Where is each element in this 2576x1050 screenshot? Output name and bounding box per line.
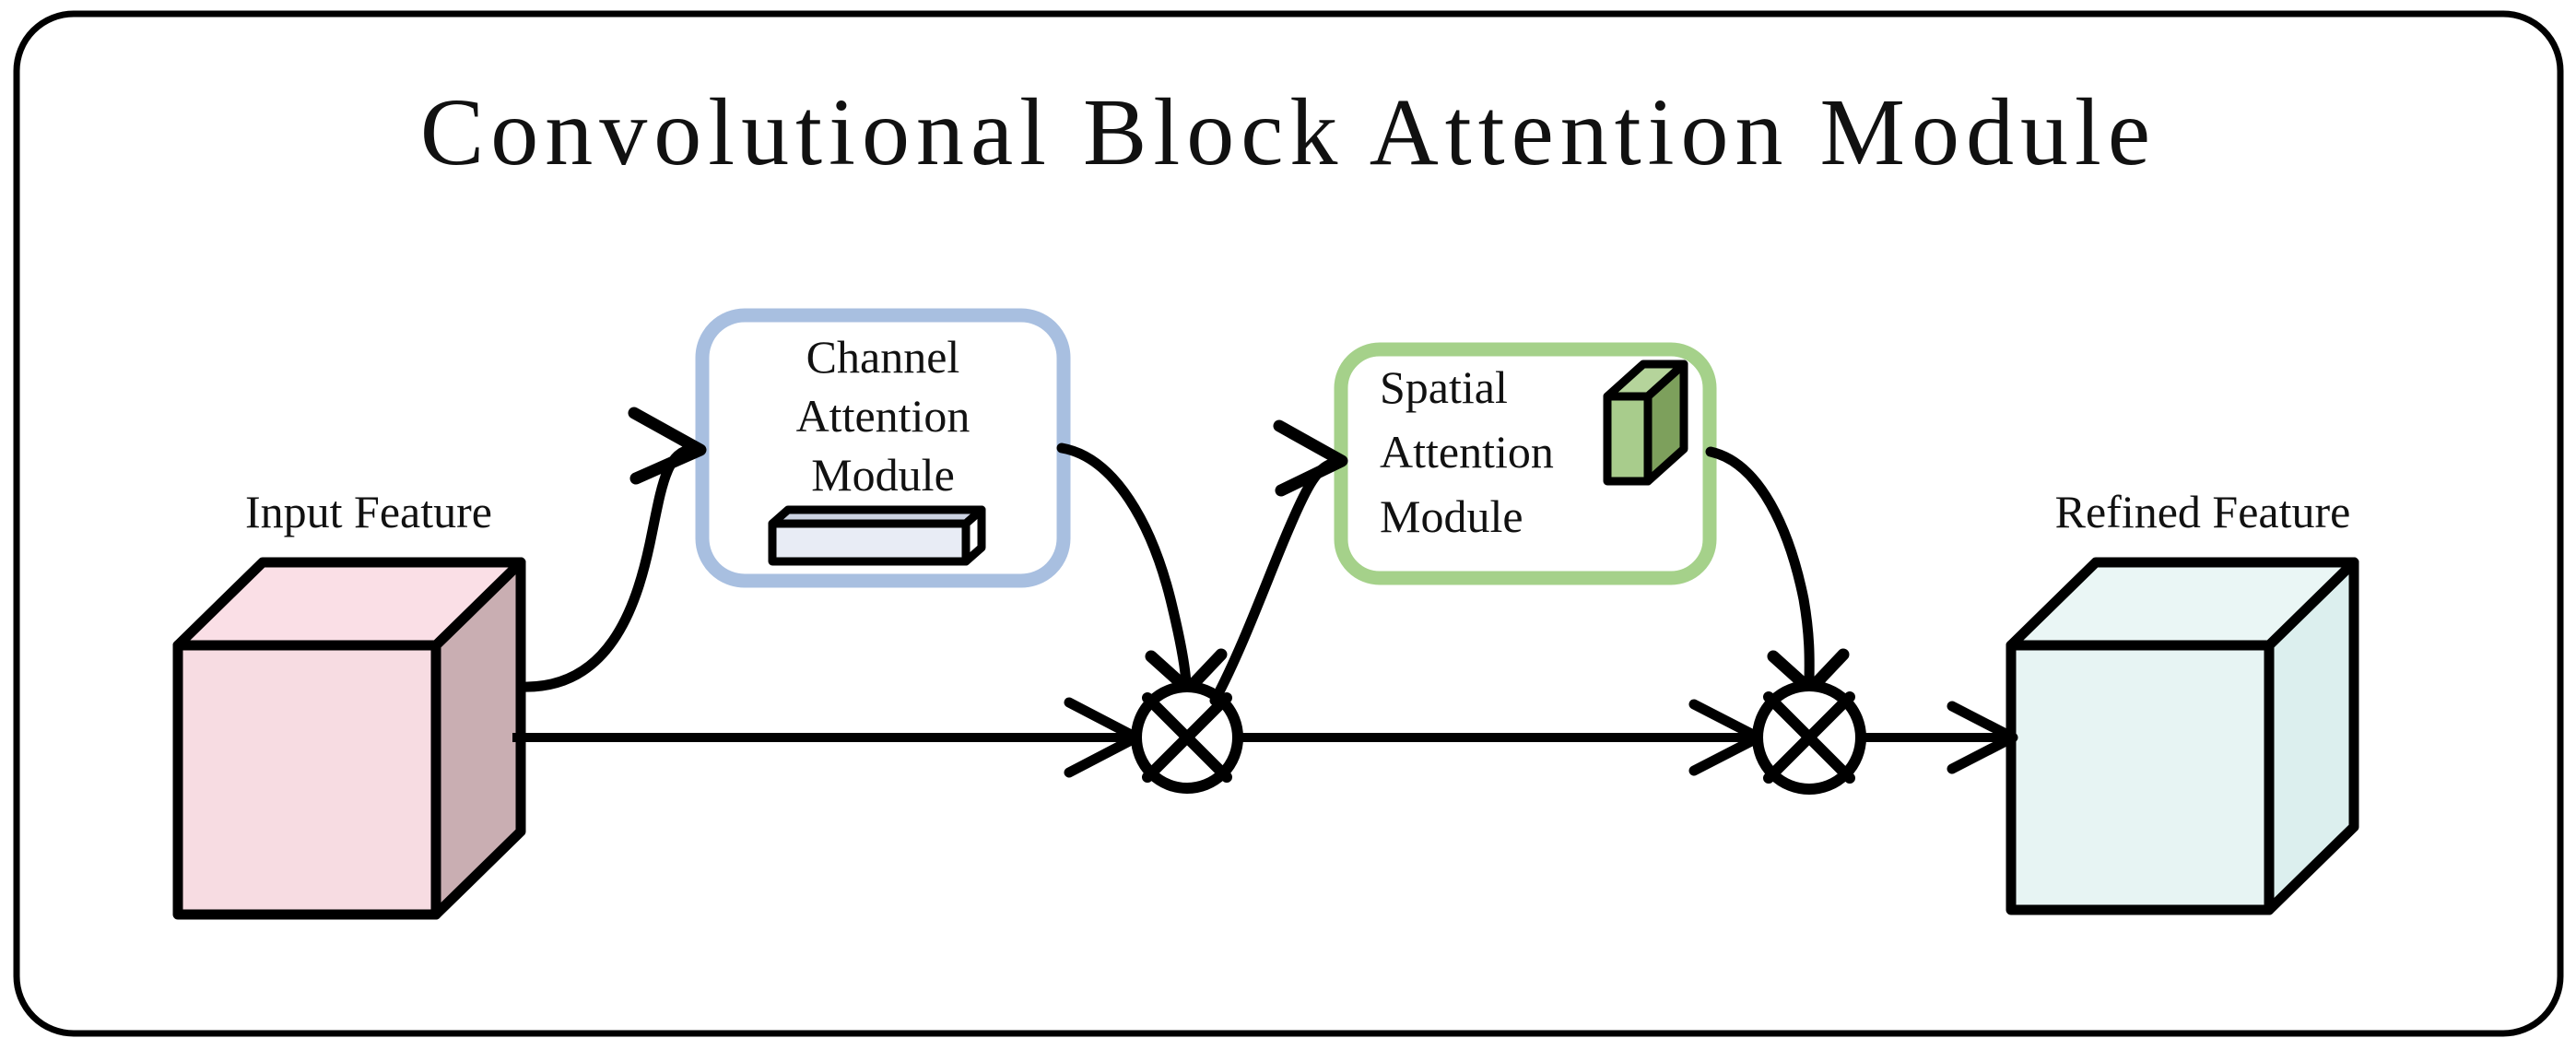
spatial-module-line-3: Module [1380, 490, 1523, 542]
input-cube-front-face [172, 640, 441, 920]
multiply1-cross-stroke-b [1142, 692, 1232, 783]
channel-module-line-3: Module [811, 449, 955, 501]
arrowhead-into-channel-module [628, 407, 707, 485]
spatial-slab-front-face [1603, 392, 1653, 486]
curve-channel-to-multiply1 [1056, 442, 1192, 690]
refined-feature-label: Refined Feature [2055, 486, 2351, 537]
multiply2-cross-stroke-b [1763, 691, 1855, 784]
channel-attention-module[interactable]: Channel Attention Module [695, 308, 1071, 588]
spatial-slab-icon [1603, 360, 1688, 486]
multiply-operator-1 [1131, 681, 1243, 794]
spatial-module-line-1: Spatial [1380, 361, 1508, 413]
multiply-operator-2 [1752, 680, 1866, 795]
channel-bar-front-face [768, 519, 970, 566]
curve-spatial-to-multiply2 [1705, 446, 1815, 690]
input-feature-label: Input Feature [245, 486, 492, 537]
edge-multiply2-to-refined-feature [1861, 701, 2018, 774]
spatial-module-line-2: Attention [1380, 426, 1554, 478]
spatial-attention-module[interactable]: Spatial Attention Module [1334, 342, 1717, 585]
refined-cube-front-face [2006, 640, 2275, 915]
edge-multiply1-to-spatial-module [1209, 419, 1348, 706]
edge-input-to-channel-module [516, 407, 707, 692]
page-title: Convolutional Block Attention Module [420, 79, 2157, 185]
channel-module-line-1: Channel [806, 331, 960, 383]
refined-feature-cube [2006, 557, 2359, 915]
channel-bar-icon [768, 505, 986, 566]
input-feature-cube [172, 557, 526, 920]
channel-module-line-2: Attention [796, 390, 970, 442]
arrowhead-into-refined-feature [1947, 701, 2018, 774]
arrowhead-into-spatial-module [1273, 419, 1348, 497]
